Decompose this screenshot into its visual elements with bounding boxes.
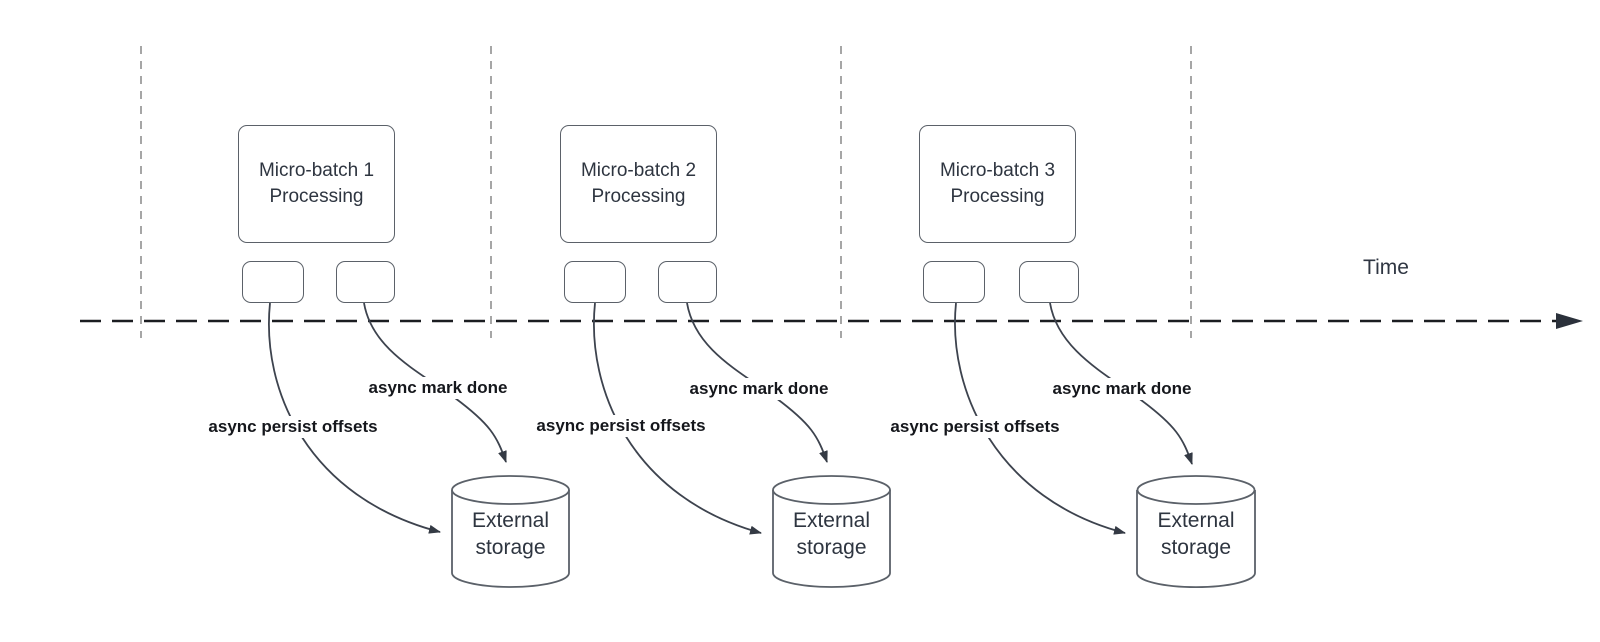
micro-batch-1-processing-label: Micro-batch 1 Processing <box>258 160 375 207</box>
external-storage-cylinder-2 <box>772 475 891 588</box>
external-storage-label-2: External storage <box>792 509 871 559</box>
persist-offsets-source-box-2 <box>564 261 626 303</box>
micro-batch-2-processing-box: Micro-batch 2 Processing <box>560 125 717 243</box>
mark-done-source-box-3 <box>1019 261 1079 303</box>
time-axis-arrowhead-icon <box>1556 313 1583 329</box>
persist-offsets-label-3: async persist offsets <box>887 416 1063 438</box>
external-storage-label-1: External storage <box>471 509 550 559</box>
persist-offsets-label-2: async persist offsets <box>533 415 709 437</box>
persist-offsets-source-box-3 <box>923 261 985 303</box>
mark-done-label-2: async mark done <box>686 378 832 400</box>
external-storage-label-3: External storage <box>1157 509 1235 559</box>
micro-batch-3-processing-label: Micro-batch 3 Processing <box>939 160 1056 207</box>
persist-offsets-connector-2 <box>593 302 762 535</box>
mark-done-source-box-1 <box>336 261 395 303</box>
mark-done-label-1: async mark done <box>365 377 511 399</box>
time-axis-label: Time <box>1363 256 1409 279</box>
micro-batch-1-processing-box: Micro-batch 1 Processing <box>238 125 395 243</box>
external-storage-cylinder-1 <box>451 475 570 588</box>
persist-offsets-label-1: async persist offsets <box>205 416 381 438</box>
persist-offsets-connector-3 <box>954 302 1126 535</box>
persist-offsets-source-box-1 <box>242 261 304 303</box>
external-storage-cylinder-3 <box>1136 475 1256 588</box>
micro-batch-2-processing-label: Micro-batch 2 Processing <box>580 160 697 207</box>
micro-batch-3-processing-box: Micro-batch 3 Processing <box>919 125 1076 243</box>
mark-done-source-box-2 <box>658 261 717 303</box>
mark-done-label-3: async mark done <box>1049 378 1195 400</box>
